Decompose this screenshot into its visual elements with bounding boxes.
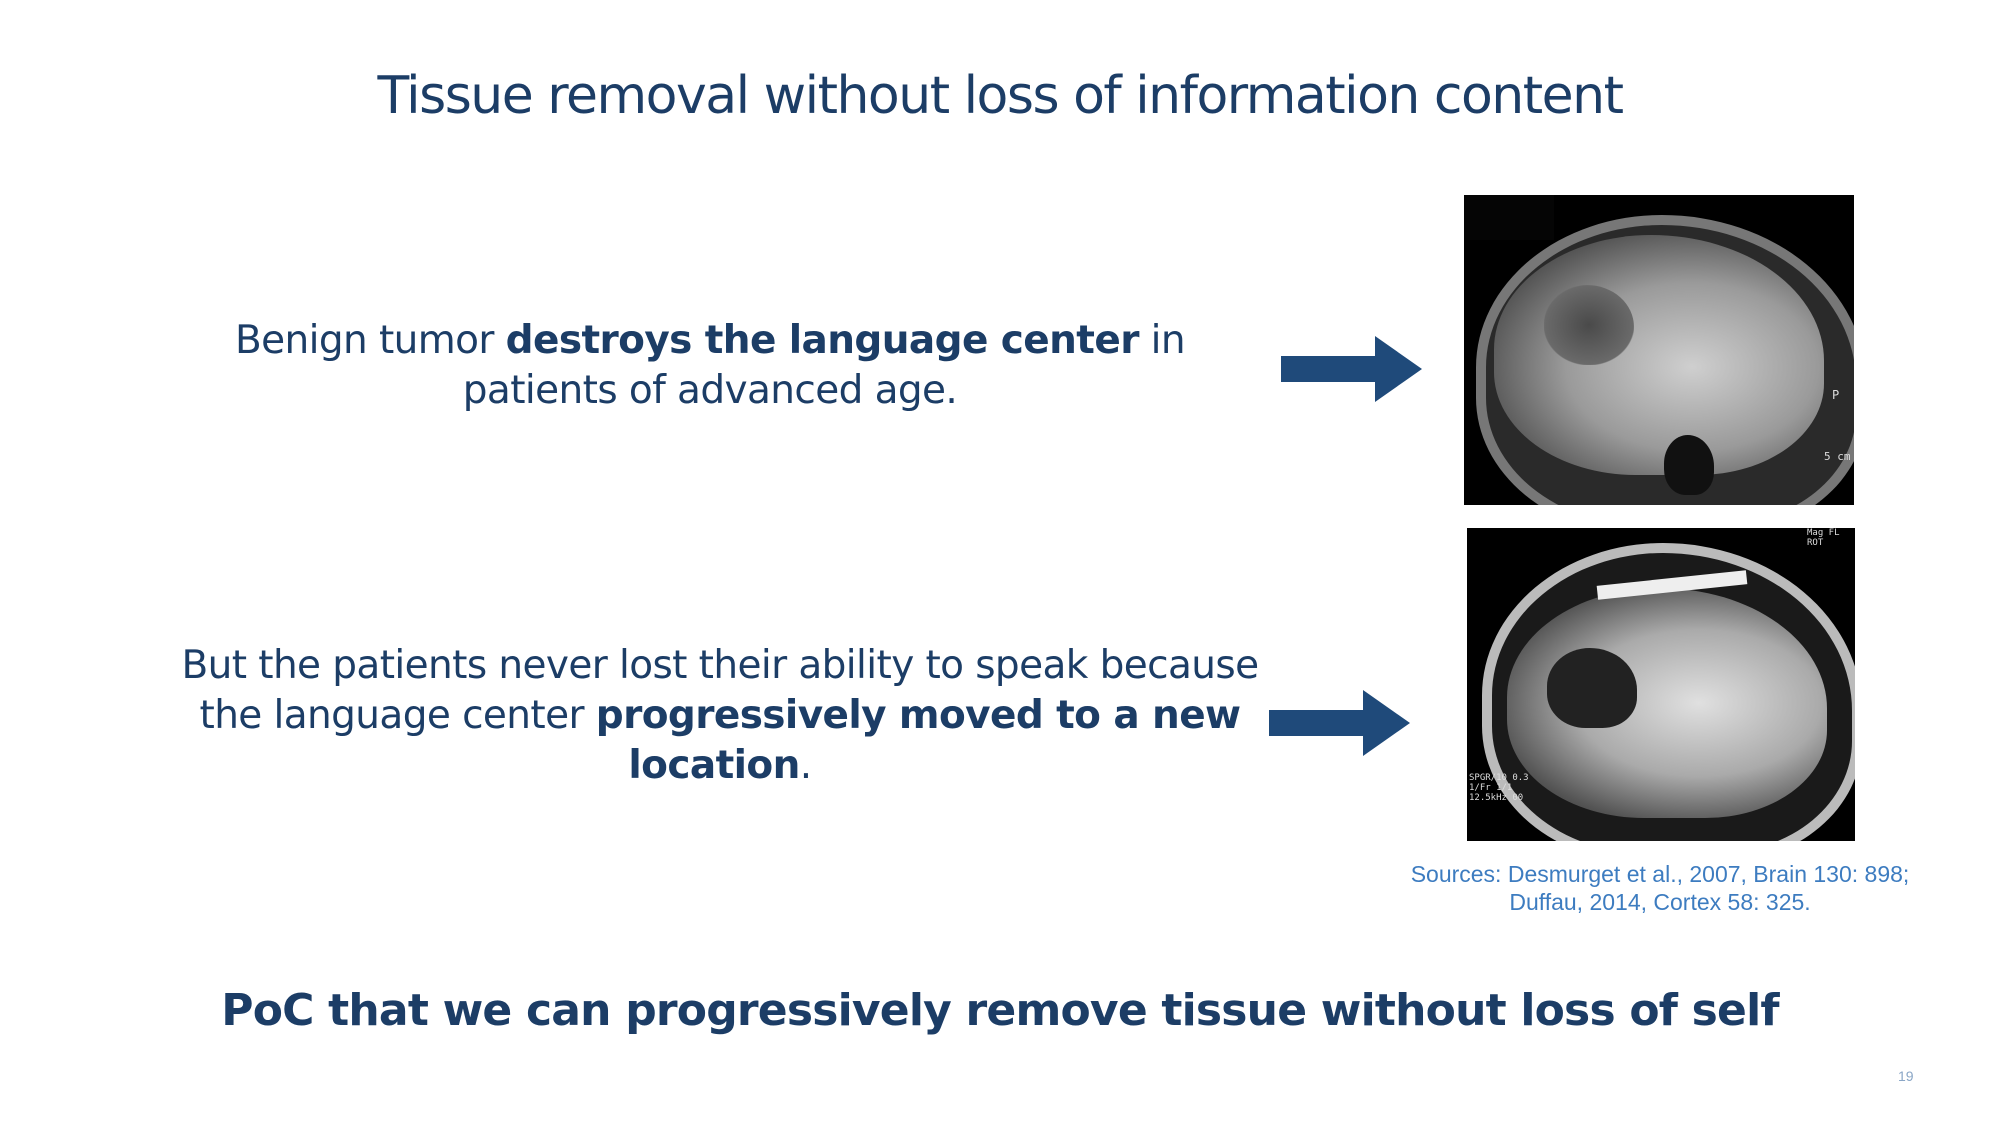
citation-line-1: Sources: Desmurget et al., 2007, Brain 1… xyxy=(1410,861,1910,887)
mri-label-params: SPGR/10 0.3 1/Fr 1/1 12.5kHz 00 xyxy=(1469,773,1529,803)
mri-label-scale: 5 cm xyxy=(1824,450,1851,463)
citation-line-2: Duffau, 2014, Cortex 58: 325. xyxy=(1509,889,1811,915)
slide-title: Tissue removal without loss of informati… xyxy=(377,66,1624,126)
right-arrow-icon xyxy=(1269,690,1410,756)
point-tumor-text-end: in patients of advanced age. xyxy=(462,318,1186,413)
mri-image-post-surgery: Mag FL ROT SPGR/10 0.3 1/Fr 1/1 12.5kHz … xyxy=(1467,528,1855,841)
right-arrow-icon xyxy=(1281,336,1422,402)
conclusion-statement: PoC that we can progressively remove tis… xyxy=(221,985,1779,1036)
point-tumor: Benign tumor destroys the language cente… xyxy=(180,316,1240,416)
mri-label-p: P xyxy=(1832,388,1840,402)
point-relocation-text-end: . xyxy=(799,743,812,788)
point-relocation-emphasis: progressively moved to a new location xyxy=(595,693,1241,788)
point-tumor-emphasis: destroys the language center xyxy=(505,318,1140,363)
page-number: 19 xyxy=(1898,1068,1914,1084)
mri-label-orientation: Mag FL ROT xyxy=(1807,528,1840,548)
mri-image-tumor: P 5 cm xyxy=(1464,195,1854,505)
point-tumor-text: Benign tumor xyxy=(235,318,506,363)
point-relocation-text: But the patients never lost their abilit… xyxy=(181,643,1259,738)
sources-citation: Sources: Desmurget et al., 2007, Brain 1… xyxy=(1360,860,1960,916)
point-relocation: But the patients never lost their abilit… xyxy=(160,641,1280,791)
